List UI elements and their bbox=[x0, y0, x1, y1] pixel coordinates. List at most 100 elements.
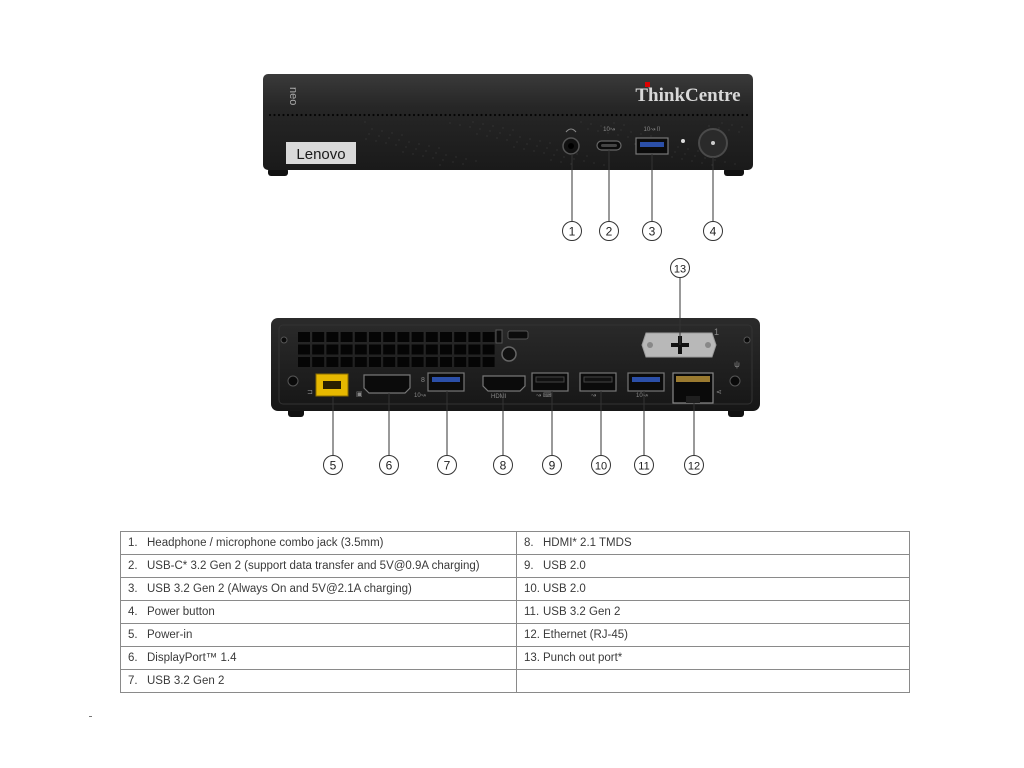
vent-dot bbox=[583, 113, 587, 117]
rear-view: 1 ψ ⊐ ▣ 8 10↝ HDMI ↝ ⌨ ↝ 10↝ ⋖ bbox=[271, 318, 760, 417]
chassis-speckle bbox=[546, 147, 548, 149]
vent-slot bbox=[326, 357, 339, 367]
chassis-speckle bbox=[509, 134, 511, 136]
chassis-speckle bbox=[701, 162, 703, 164]
vent-dot bbox=[403, 113, 407, 117]
legend-text: DisplayPort™ 1.4 bbox=[147, 652, 237, 664]
chassis-speckle bbox=[714, 159, 716, 161]
chassis-speckle bbox=[704, 157, 706, 159]
chassis-speckle bbox=[586, 155, 588, 157]
chassis-speckle bbox=[718, 127, 720, 129]
chassis-speckle bbox=[600, 125, 602, 127]
vent-dot bbox=[624, 113, 627, 117]
chassis-speckle bbox=[580, 121, 582, 123]
chassis-speckle bbox=[533, 150, 535, 152]
vent-dot bbox=[484, 113, 488, 117]
chassis-speckle bbox=[378, 135, 380, 137]
power-in-icon: ⊐ bbox=[307, 389, 313, 396]
vent-dot bbox=[489, 113, 492, 117]
vent-slot bbox=[468, 357, 481, 367]
vent-slot bbox=[425, 357, 438, 367]
callout-circle bbox=[634, 455, 654, 475]
chassis-speckle bbox=[543, 152, 545, 154]
rear-usb-port-11-tongue bbox=[632, 377, 660, 382]
vent-dot bbox=[727, 113, 731, 117]
rear-usb-port-7-index: 8 bbox=[421, 377, 425, 384]
vent-slot bbox=[369, 357, 381, 367]
legend-number: 13. bbox=[524, 652, 540, 664]
rear-usb-port-9-icon: ↝ ⌨ bbox=[536, 392, 552, 399]
chassis-speckle bbox=[401, 134, 403, 136]
vent-dot bbox=[714, 113, 717, 117]
chassis-speckle bbox=[671, 156, 673, 158]
callout-circle bbox=[437, 455, 457, 475]
chassis-speckle bbox=[486, 135, 488, 137]
legend-number: 6. bbox=[128, 652, 138, 664]
vent-slot bbox=[340, 357, 353, 367]
chassis-speckle bbox=[583, 160, 585, 162]
chassis-speckle bbox=[506, 139, 508, 141]
chassis-speckle bbox=[499, 132, 501, 134]
callout-circle bbox=[591, 455, 611, 475]
vent-dot bbox=[543, 113, 546, 117]
rear-usb-port-10-tongue bbox=[583, 376, 613, 383]
callout-circle bbox=[684, 455, 704, 475]
usb-a-icon: 10↝ ⌷ bbox=[644, 126, 661, 133]
vent-dot bbox=[691, 113, 695, 117]
vent-dot bbox=[268, 113, 272, 117]
vent-dot bbox=[529, 113, 533, 117]
vent-dot bbox=[732, 113, 735, 117]
vent-dot bbox=[619, 113, 623, 117]
vent-dot bbox=[277, 113, 281, 117]
chassis-speckle bbox=[640, 133, 642, 135]
vent-dot bbox=[475, 113, 479, 117]
legend-text: USB-C* 3.2 Gen 2 (support data transfer … bbox=[147, 560, 480, 572]
vent-dot bbox=[300, 113, 303, 117]
product-diagram: neo Lenovo ThinkCentre 10↝ 10↝ ⌷ bbox=[263, 74, 760, 475]
neo-label: neo bbox=[287, 87, 299, 105]
table-row: 6. DisplayPort™ 1.4 13.Punch out port* bbox=[120, 646, 910, 670]
chassis-speckle bbox=[432, 157, 434, 159]
chassis-speckle bbox=[428, 145, 430, 147]
chassis-speckle bbox=[741, 126, 743, 128]
chassis-speckle bbox=[573, 158, 575, 160]
rear-usb-port-9-tongue bbox=[535, 376, 565, 383]
front-chassis bbox=[263, 74, 753, 170]
chassis-speckle bbox=[553, 154, 555, 156]
vent-dot bbox=[642, 113, 645, 117]
chassis-speckle bbox=[728, 129, 730, 131]
vent-slot bbox=[411, 357, 424, 367]
legend-cell-left: 7.USB 3.2 Gen 2 bbox=[120, 669, 517, 693]
vent-dot bbox=[664, 113, 668, 117]
vent-dot bbox=[718, 113, 722, 117]
vent-slot bbox=[298, 344, 310, 355]
callout-circle bbox=[599, 221, 619, 241]
vent-dot bbox=[741, 113, 744, 117]
lenovo-logo: Lenovo bbox=[296, 146, 345, 163]
vent-dot bbox=[309, 113, 312, 117]
chassis-speckle bbox=[529, 138, 531, 140]
chassis-speckle bbox=[365, 138, 367, 140]
vent-dot bbox=[282, 113, 285, 117]
chassis-speckle bbox=[364, 121, 366, 123]
callout-circle bbox=[323, 455, 343, 475]
callout-circle bbox=[562, 221, 582, 241]
chassis-speckle bbox=[402, 151, 404, 153]
rear-usb-port-7-tongue bbox=[432, 377, 460, 382]
vent-slot bbox=[482, 344, 495, 355]
vent-dot bbox=[552, 113, 555, 117]
hdmi-icon: HDMI bbox=[491, 394, 507, 400]
side-hole-left bbox=[287, 375, 299, 387]
chassis-speckle bbox=[398, 139, 400, 141]
vent-dot bbox=[376, 113, 380, 117]
chassis-speckle bbox=[630, 131, 632, 133]
vent-dot bbox=[480, 113, 483, 117]
vent-dot bbox=[633, 113, 636, 117]
legend-cell-right: 13.Punch out port* bbox=[516, 646, 910, 670]
punch-out-index: 1 bbox=[714, 327, 719, 337]
vent-dot bbox=[628, 113, 632, 117]
chassis-speckle bbox=[613, 122, 615, 124]
vent-dot bbox=[525, 113, 528, 117]
vent-dot bbox=[408, 113, 411, 117]
